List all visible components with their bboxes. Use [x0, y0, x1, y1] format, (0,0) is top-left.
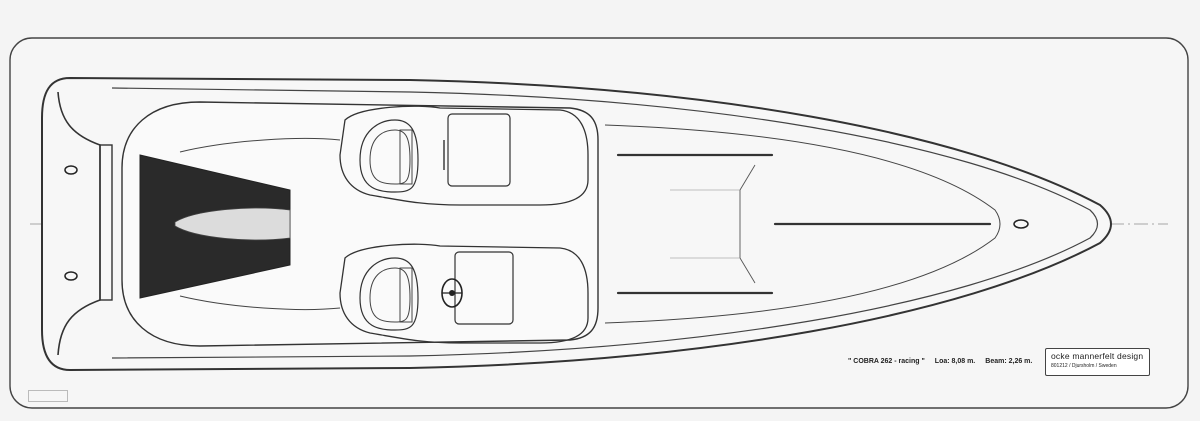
model-name: " COBRA 262 - racing ": [848, 357, 925, 365]
designer-address: 801212 / Djursholm / Sweden: [1051, 363, 1117, 369]
sunpad-line-top: [179, 138, 341, 153]
cleat-icon: [64, 165, 78, 175]
cleat-icon: [64, 271, 78, 281]
foredeck: [604, 124, 1001, 324]
title-strip: " COBRA 262 - racing " Loa: 8,08 m. Beam…: [848, 350, 1038, 372]
seat-icon: [359, 257, 419, 331]
steering-wheel-icon: [441, 278, 463, 308]
designer-box: ocke mannerfelt design 801212 / Djurshol…: [1045, 348, 1150, 376]
beam-value: Beam: 2,26 m.: [985, 357, 1033, 365]
seat-pod-port: [339, 105, 589, 206]
console-panel-port: [447, 113, 511, 187]
sunpad-line-bottom: [179, 295, 341, 310]
cockpit-outline: [121, 101, 599, 347]
seat-pod-starboard: [339, 243, 589, 344]
transom-step: [99, 144, 113, 301]
corner-stamp: [28, 390, 68, 402]
engine-hatch-highlight: [174, 207, 291, 241]
loa-value: Loa: 8,08 m.: [934, 357, 976, 365]
console-panel-starboard: [454, 251, 514, 325]
designer-name: ocke mannerfelt design: [1051, 351, 1144, 361]
cleat-icon: [1013, 219, 1029, 229]
hull-inner-line: [111, 87, 1099, 359]
seat-icon: [359, 119, 419, 193]
